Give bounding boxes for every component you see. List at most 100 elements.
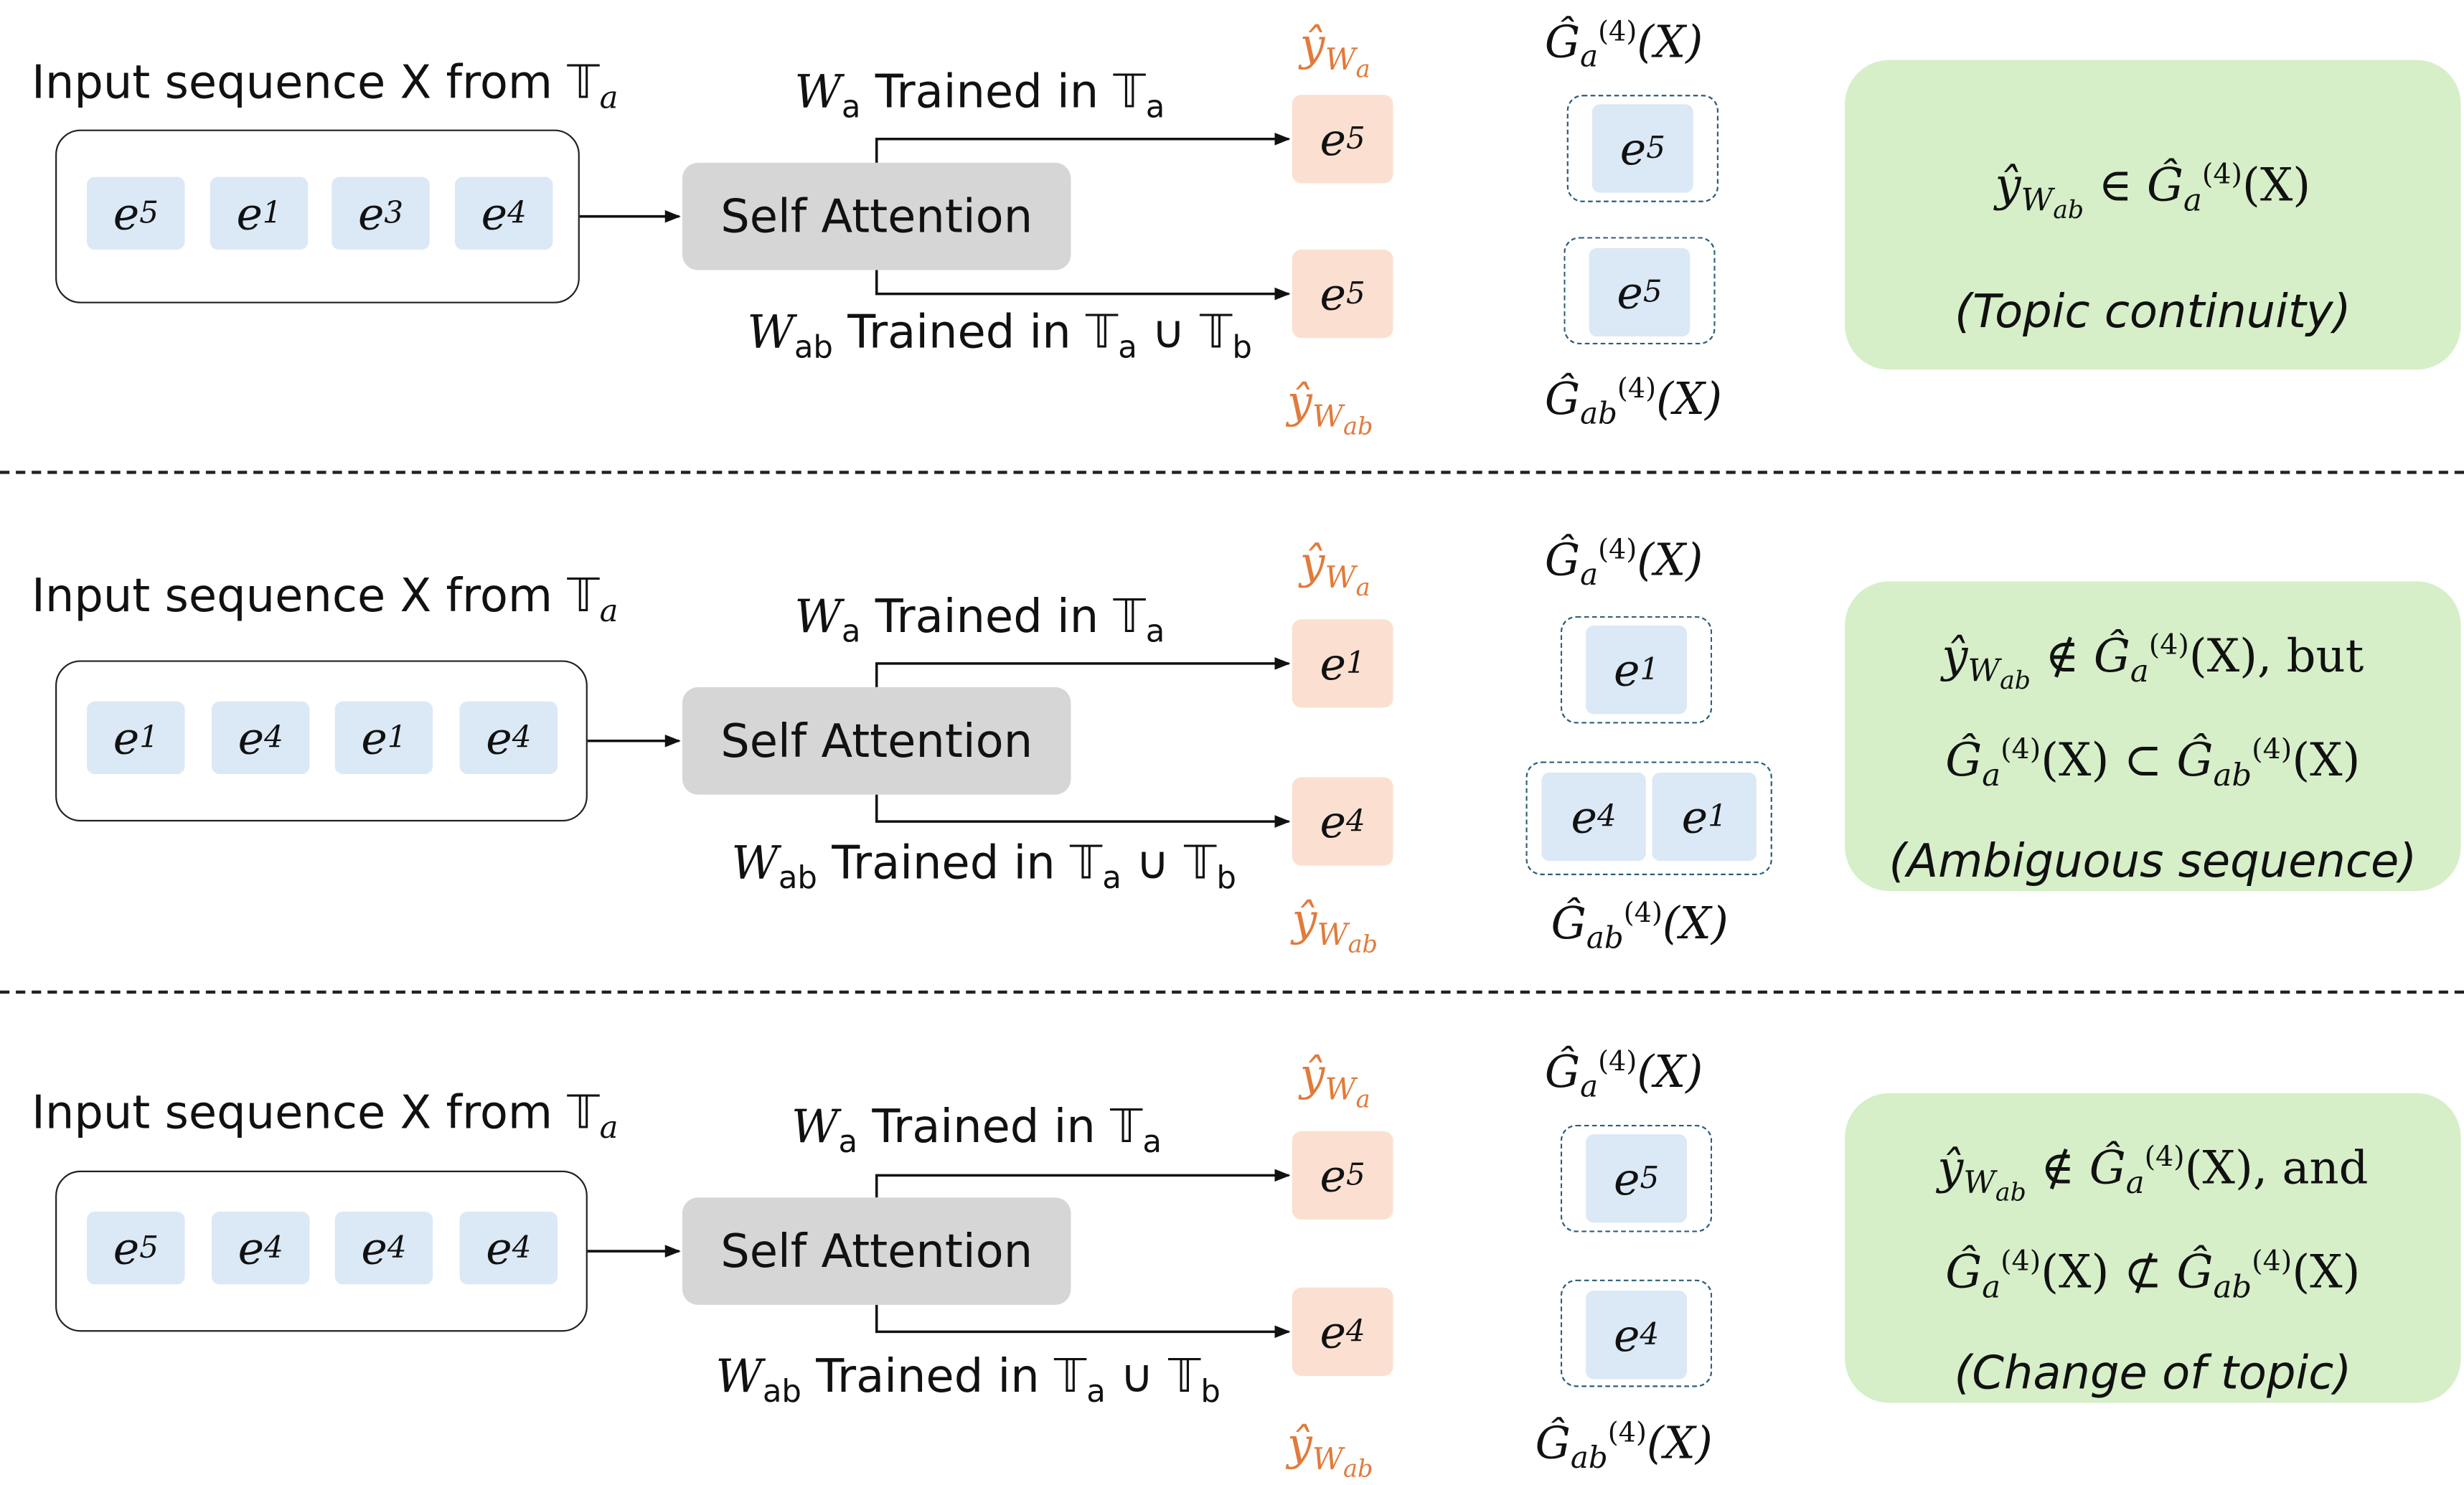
trained-in-text: Trained in 𝕋	[860, 65, 1146, 119]
g-bottom-label: Ĝab(4)(X)	[1545, 373, 1722, 429]
yhat-term: ŷWab	[1995, 158, 2084, 225]
weight-subscript: a	[838, 1123, 858, 1160]
g-top-set	[1560, 1124, 1713, 1232]
g-top-set	[1560, 616, 1713, 724]
token-letter: e	[361, 1222, 387, 1274]
g-bottom-label: Ĝab(4)(X)	[1536, 1417, 1713, 1473]
g-subscript: a	[1580, 557, 1599, 593]
g-superscript: (4)	[1598, 16, 1637, 49]
top-model-label: Wa Trained in 𝕋a	[791, 1103, 1162, 1157]
g-term: Ĝab(4)	[2176, 732, 2293, 794]
math-text: ∉	[2031, 628, 2094, 683]
task-subscript: a	[599, 1109, 619, 1146]
token-letter: e	[1320, 1149, 1347, 1202]
g-symbol: Ĝ	[1544, 1045, 1581, 1098]
yhat-term: ŷWab	[1942, 628, 2031, 696]
weight-symbol: W	[794, 65, 842, 119]
task-subscript: a	[1086, 1373, 1106, 1410]
g-term: Ĝa(4)	[1945, 732, 2041, 794]
yhat-weight-subscript: ab	[1348, 930, 1378, 959]
yhat-weight: W	[1325, 560, 1356, 596]
input-sequence-label: Input sequence X from 𝕋a	[32, 1089, 618, 1143]
math-text: (X), and	[2184, 1140, 2369, 1194]
g-superscript: (4)	[1598, 534, 1637, 567]
result-statement: ŷWab ∉ Ĝa(4)(X), but	[1845, 628, 2461, 696]
token-letter: e	[361, 712, 387, 764]
token-letter: e	[238, 1222, 265, 1274]
math-text: (X), but	[2188, 628, 2364, 683]
math-text: ∉	[2026, 1140, 2089, 1194]
token-letter: e	[238, 712, 265, 764]
yhat-subscript: Wab	[1317, 918, 1378, 957]
g-top-label: Ĝa(4)(X)	[1544, 16, 1703, 72]
task-subscript: a	[1145, 613, 1165, 650]
weight-subscript: a	[841, 88, 861, 126]
weight-subscript: ab	[794, 329, 833, 366]
g-subscript: ab	[1580, 396, 1617, 432]
token-letter: e	[357, 187, 385, 240]
result-statement: ŷWab ∉ Ĝa(4)(X), and	[1845, 1140, 2461, 1205]
yhat-weight: W	[1325, 1072, 1356, 1108]
weight-symbol: W	[747, 305, 794, 359]
g-term: Ĝa(4)	[2093, 628, 2189, 689]
weight-subscript: ab	[778, 859, 817, 897]
g-term: Ĝa(4)	[2089, 1140, 2185, 1202]
g-term: Ĝa(4)	[1945, 1245, 2041, 1306]
token-letter: e	[236, 187, 263, 240]
task-subscript: b	[1200, 1373, 1221, 1410]
g-top-label: Ĝa(4)(X)	[1544, 1045, 1703, 1102]
token-letter: e	[486, 712, 512, 764]
input-sequence-label: Input sequence X from 𝕋a	[32, 60, 618, 113]
yhat-subscript: Wa	[1325, 560, 1370, 600]
self-attention-block: Self Attention	[682, 1197, 1071, 1305]
result-card: ŷWab ∈ Ĝa(4)(X)(Topic continuity)	[1845, 60, 2461, 370]
token-letter: e	[1619, 122, 1647, 175]
yhat-bottom-label: ŷWab	[1287, 1418, 1373, 1481]
yhat-symbol: ŷ	[1292, 894, 1317, 947]
top-model-arrow	[875, 1169, 1291, 1198]
token-letter: e	[1613, 1309, 1640, 1362]
g-subscript: a	[1580, 1069, 1599, 1105]
weight-symbol: W	[715, 1349, 763, 1403]
input-label-text: Input sequence X from 𝕋	[32, 568, 600, 623]
token-letter: e	[481, 187, 508, 240]
weight-symbol: W	[794, 589, 842, 644]
token-letter: e	[1681, 791, 1708, 843]
math-text: (X)	[2292, 1245, 2361, 1299]
g-argument: (X)	[1662, 897, 1729, 950]
g-subscript: ab	[1570, 1441, 1608, 1476]
self-attention-block: Self Attention	[682, 162, 1071, 270]
math-text: (X) ⊄	[2041, 1245, 2177, 1299]
g-symbol: Ĝ	[1544, 534, 1581, 586]
union-text: ∪ 𝕋	[1137, 305, 1233, 359]
g-symbol: Ĝ	[1544, 16, 1581, 68]
g-superscript: (4)	[1607, 1418, 1647, 1450]
token-letter: e	[486, 1222, 512, 1274]
token-letter: e	[1320, 113, 1347, 166]
token-letter: e	[1320, 637, 1347, 690]
result-statement: ŷWab ∈ Ĝa(4)(X)	[1845, 158, 2461, 225]
yhat-subscript: Wa	[1325, 43, 1370, 82]
g-bottom-set	[1563, 237, 1716, 345]
math-text: (X)	[2292, 732, 2361, 787]
yhat-top-label: ŷWa	[1300, 19, 1370, 81]
union-text: ∪ 𝕋	[1121, 835, 1217, 890]
g-argument: (X)	[1637, 1045, 1703, 1098]
token-letter: e	[1320, 268, 1347, 320]
yhat-symbol: ŷ	[1299, 537, 1325, 590]
input-label-text: Input sequence X from 𝕋	[32, 55, 600, 109]
